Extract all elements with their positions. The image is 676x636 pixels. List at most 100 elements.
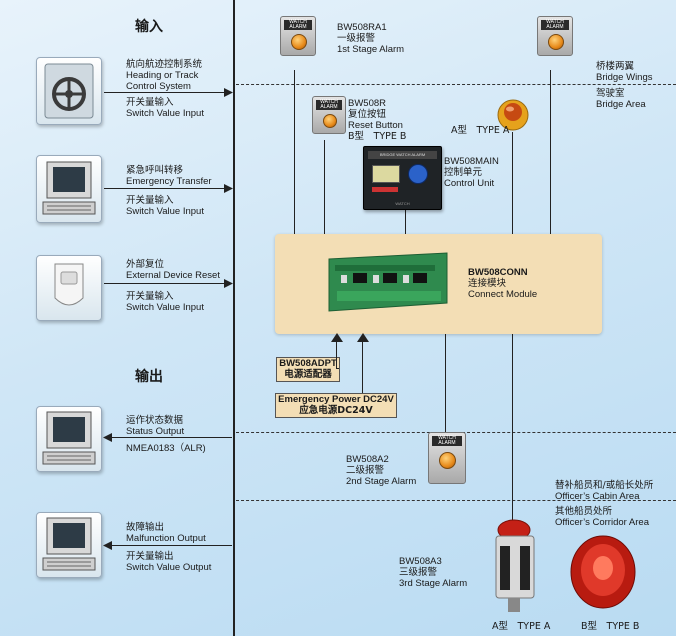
emergency-power-box: Emergency Power DC24V 应急电源DC24V [275, 393, 397, 418]
main-bus-line [233, 0, 235, 636]
ra1-left-wire [294, 70, 296, 234]
main-model: BW508MAIN [444, 156, 499, 167]
alarm-label: WATCH ALARM [316, 100, 342, 110]
circuit-board-icon [328, 252, 448, 312]
area-label-corridor-en: Officer’s Corridor Area [555, 517, 649, 528]
main-control-unit: BRIDGE WATCH ALARM WATCH [363, 146, 442, 210]
reset-model: BW508R [348, 98, 387, 109]
arrow-left-icon [103, 433, 112, 442]
emergency-transfer-label-zh: 紧急呼叫转移 [126, 165, 184, 176]
adapter-wire-h [336, 368, 339, 370]
a3-label-zh: 三级报警 [399, 567, 438, 578]
heading-control-label-en2: Control System [126, 81, 191, 92]
ra1-left-alarm: WATCH ALARM [280, 16, 316, 56]
malfunction-output-connector [104, 545, 232, 547]
ra1-label-en: 1st Stage Alarm [337, 44, 405, 55]
emergency-transfer-device-image [36, 155, 102, 223]
emergency-transfer-connector [104, 188, 230, 190]
external-reset-label-zh: 外部复位 [126, 259, 165, 270]
alarm-button-icon [548, 34, 564, 50]
area-divider-bridge [236, 84, 676, 85]
heading-control-device-image [36, 57, 102, 125]
area-label-bridge-wings-zh: 桥楼两翼 [596, 61, 635, 72]
a3-type-a-label: A型 TYPE A [492, 621, 551, 632]
external-reset-type-en: Switch Value Input [126, 302, 204, 313]
reset-label-en: Reset Button [348, 120, 403, 131]
heading-control-connector [104, 92, 230, 94]
malfunction-output-label-zh: 故障输出 [126, 522, 165, 533]
a3-wire [512, 334, 514, 534]
heading-control-label-zh: 航向航迹控制系统 [126, 59, 203, 70]
heading-control-label-en1: Heading or Track [126, 70, 199, 81]
external-reset-label-en: External Device Reset [126, 270, 220, 281]
arrow-right-icon [224, 279, 233, 288]
status-output-device-image [36, 406, 102, 472]
conn-label-en: Connect Module [468, 289, 538, 300]
power-label-zh: 应急电源DC24V [299, 405, 373, 416]
input-heading: 输入 [135, 19, 163, 35]
alarm-button-icon [291, 34, 307, 50]
ra1-label-zh: 一级报警 [337, 33, 376, 44]
output-heading: 输出 [135, 369, 163, 385]
conn-label-zh: 连接模块 [468, 278, 507, 289]
alarm-label: WATCH ALARM [432, 436, 462, 446]
power-label-en: Emergency Power DC24V [278, 394, 394, 405]
arrow-up-icon [357, 333, 369, 342]
main-lcd-display [372, 165, 400, 183]
reset-label-zh: 复位按钮 [348, 109, 387, 120]
external-reset-type-zh: 开关量输入 [126, 291, 174, 302]
status-output-label-en: Status Output [126, 426, 185, 437]
reset-type-a-label: A型 TYPE A [451, 125, 510, 136]
reset-a-wire [512, 132, 514, 234]
a2-model: BW508A2 [346, 454, 389, 465]
area-label-cabin-en: Officer’s Cabin Area [555, 491, 640, 502]
area-label-bridge-area-zh: 驾驶室 [596, 88, 625, 99]
adapter-label-zh: 电源适配器 [284, 369, 332, 380]
status-output-label-zh: 运作状态数据 [126, 415, 184, 426]
ra1-right-wire [550, 70, 552, 234]
a3-model: BW508A3 [399, 556, 442, 567]
ra1-right-alarm: WATCH ALARM [537, 16, 573, 56]
a3-label-en: 3rd Stage Alarm [399, 578, 468, 589]
status-output-protocol: NMEA0183（ALR) [126, 443, 206, 454]
malfunction-output-type-en: Switch Value Output [126, 562, 212, 573]
reset-button-type-a-icon [497, 99, 529, 131]
main-knob-icon [408, 164, 428, 184]
computer-terminal-icon [42, 517, 96, 571]
a2-label-en: 2nd Stage Alarm [346, 476, 417, 487]
power-wire [362, 340, 364, 393]
alarm-button-icon [439, 452, 456, 469]
malfunction-output-label-en: Malfunction Output [126, 533, 206, 544]
reset-button-type-b: WATCH ALARM [312, 96, 346, 134]
area-label-bridge-area-en: Bridge Area [596, 99, 646, 110]
a3-type-b-label: B型 TYPE B [581, 621, 640, 632]
adapter-model: BW508ADPT [279, 358, 337, 369]
adapter-box: BW508ADPT 电源适配器 [276, 357, 340, 382]
alarm-label: WATCH ALARM [541, 20, 569, 30]
sensor-icon [54, 263, 84, 306]
computer-terminal-icon [42, 411, 96, 465]
alarm-label: WATCH ALARM [284, 20, 312, 30]
a3-type-b-beacon [570, 535, 636, 609]
conn-model: BW508CONN [468, 267, 528, 278]
a3-type-a-beacon [495, 519, 535, 612]
emergency-transfer-type-zh: 开关量输入 [126, 195, 174, 206]
main-label-en: Control Unit [444, 178, 495, 189]
reset-type-b-label: B型 TYPE B [348, 131, 407, 142]
malfunction-output-device-image [36, 512, 102, 578]
ra1-model: BW508RA1 [337, 22, 387, 33]
a2-label-zh: 二级报警 [346, 465, 385, 476]
a2-wire [445, 334, 447, 438]
area-label-bridge-wings-en: Bridge Wings [596, 72, 653, 83]
steering-wheel-icon [44, 63, 94, 119]
arrow-up-icon [331, 333, 343, 342]
adapter-wire [336, 338, 338, 369]
malfunction-output-type-zh: 开关量输出 [126, 551, 174, 562]
arrow-right-icon [224, 88, 233, 97]
arrow-left-icon [103, 541, 112, 550]
status-output-connector [104, 437, 232, 439]
main-indicator [372, 187, 398, 192]
arrow-right-icon [224, 184, 233, 193]
area-divider-corridor [236, 500, 676, 501]
main-label-zh: 控制单元 [444, 167, 483, 178]
